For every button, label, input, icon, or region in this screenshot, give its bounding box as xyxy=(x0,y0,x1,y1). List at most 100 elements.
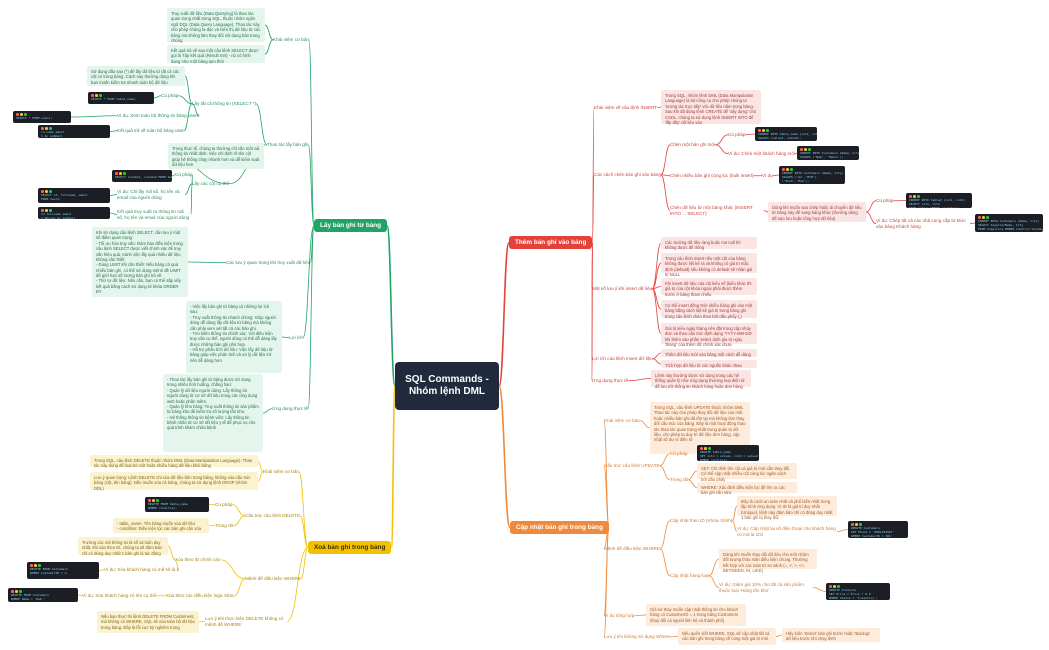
connector xyxy=(763,210,769,213)
select-concept-label[interactable]: Khái niệm cơ bản xyxy=(273,37,309,42)
connector xyxy=(652,286,662,290)
code-line: WHERE condition; xyxy=(700,457,729,461)
connector xyxy=(591,174,595,243)
connector xyxy=(657,106,662,109)
code-insert-multi-example: INSERT INTO Customers (Name, City)VALUES… xyxy=(779,166,845,184)
update-where-group-example-label[interactable]: Ví dụ: Giảm giá 10% cho tất cả sản phẩm … xyxy=(719,582,804,593)
delete-where-many-example-label[interactable]: Ví dụ: Xóa khách hàng có tên cụ thể xyxy=(82,593,157,598)
select-all-syntax-label[interactable]: Cú pháp xyxy=(161,93,179,98)
insert-multi-label[interactable]: Chèn nhiều bản ghi cùng lúc (bulk insert… xyxy=(670,173,754,178)
connector xyxy=(183,103,193,132)
update-where-label[interactable]: Mệnh đề điều kiện WHERE xyxy=(604,546,660,551)
insert-sub-example-label[interactable]: Ví dụ: Chép tất cả các nhà cung cấp từ Đ… xyxy=(876,218,966,229)
connector xyxy=(77,594,83,597)
select-benefit-text: - Việc lấy bản ghi từ bảng có những lợi … xyxy=(186,301,282,373)
select-cols-result-label[interactable]: Kết quả truy xuất ra thông tin mã số, họ… xyxy=(117,209,190,220)
insert-sub-label[interactable]: Chèn dữ liệu từ một bảng khác (INSERT IN… xyxy=(670,205,753,216)
branch-select[interactable]: Lấy bản ghi từ bảng xyxy=(314,219,388,232)
delete-where-one-label[interactable]: Xóa theo ID chính xác xyxy=(175,557,221,562)
code-line: INSERT INTO Customers (Name, City) xyxy=(800,151,859,155)
update-struct-in-label[interactable]: Trong đó xyxy=(670,477,689,482)
code-line: 1 An an@mail xyxy=(41,133,63,138)
select-notes-label[interactable]: Các lưu ý quan trọng khi truy xuất dữ li… xyxy=(226,260,311,265)
connector xyxy=(233,515,246,527)
connector xyxy=(812,587,827,592)
select-app-label[interactable]: Ứng dụng thực tế xyxy=(272,406,309,411)
select-benefit-label[interactable]: Lợi ích xyxy=(289,335,303,340)
select-cols-example-label[interactable]: Ví dụ: Chỉ lấy mã số, họ tên và email củ… xyxy=(117,189,180,200)
delete-where-label[interactable]: Mệnh đề điều kiện WHERE xyxy=(245,576,301,581)
update-caution-label[interactable]: Lưu ý khi không sử dụng Where xyxy=(604,634,670,639)
code-line: id name email xyxy=(41,130,65,134)
connector xyxy=(308,39,315,226)
select-all-example-label[interactable]: Ví dụ: Xem toàn bộ thông tin bảng users xyxy=(117,113,200,118)
insert-note-3: Khi insert dữ liệu của cột kiểu số (kiểu… xyxy=(661,278,757,297)
delete-concept-label[interactable]: Khái niệm cơ bản xyxy=(263,469,299,474)
insert-benefit-label[interactable]: Lợi ích của lệnh Insert dữ liệu xyxy=(592,356,653,361)
connector xyxy=(775,634,783,637)
code-insert-one-example: INSERT INTO Customers (Name, City)VALUES… xyxy=(797,146,859,160)
update-struct-syntax-label[interactable]: Cú pháp xyxy=(670,451,688,456)
update-calc-label[interactable]: Ví dụ tổng hợp xyxy=(604,613,635,618)
delete-struct-in-label[interactable]: Trong đó xyxy=(215,523,234,528)
connector xyxy=(969,222,976,224)
connector xyxy=(109,194,118,196)
window-controls xyxy=(115,172,169,175)
code-line: INSERT INTO table_name (col1, col2) xyxy=(758,132,817,136)
insert-one-syntax-label[interactable]: Cú pháp xyxy=(728,132,746,137)
select-cols-label[interactable]: Lấy các cột cụ thể xyxy=(192,181,230,186)
code-line: SET col1 = value1, col2 = value2 xyxy=(700,453,758,458)
connector xyxy=(659,520,671,550)
code-line: SELECT * FROM table_name; xyxy=(91,97,137,101)
update-where-group-label[interactable]: Cập nhật hàng loạt xyxy=(670,573,709,578)
code-line: WHERE CustomerID = 101; xyxy=(851,533,893,538)
connector xyxy=(257,460,264,473)
code-line: id fullname email xyxy=(41,212,72,216)
delete-where-many-label[interactable]: Xóa theo các điều kiện logic khác xyxy=(166,593,235,598)
select-all-result-label[interactable]: Kết quả trả về toàn bộ bảng user xyxy=(117,128,184,133)
update-where-id-label[interactable]: Cập nhật theo ID (Khóa chính) xyxy=(670,518,733,523)
connector xyxy=(732,520,738,532)
delete-struct-label[interactable]: Cấu trúc câu lệnh DELETE xyxy=(245,513,301,518)
delete-caution-label[interactable]: Lưu ý khi thực hiện DELETE không có mệnh… xyxy=(205,616,284,627)
update-calc-note: Giả sử thay muốn cập nhật thông tin cho … xyxy=(646,604,746,626)
connector xyxy=(651,288,662,334)
connector xyxy=(70,115,118,118)
code-line: INSERT INTO Customers (Name, City) xyxy=(782,171,844,175)
connector xyxy=(386,224,396,387)
connector xyxy=(109,130,118,132)
insert-app-label[interactable]: Ứng dụng thực tế xyxy=(592,378,629,383)
code-select-all-example: SELECT * FROM users; xyxy=(13,111,71,123)
update-concept-label[interactable]: Khái niệm cơ bản xyxy=(604,418,640,423)
branch-insert[interactable]: Thêm bản ghi vào bảng xyxy=(509,236,593,249)
insert-benefit-1: Thêm dữ liệu mới vào bảng một cách dễ dà… xyxy=(661,349,757,357)
connector xyxy=(498,241,510,387)
insert-one-example-label[interactable]: Ví dụ: Chèn một khách hàng mới xyxy=(728,151,796,156)
insert-one-label[interactable]: Chèn một bản ghi mới xyxy=(670,142,716,147)
connector xyxy=(731,505,738,522)
insert-benefit-2: Tích hợp dữ liệu từ các nguồn khác nhau xyxy=(661,360,757,368)
select-cols-syntax-label[interactable]: Cú pháp xyxy=(175,172,193,177)
branch-delete[interactable]: Xoá bản ghi trong bảng xyxy=(308,541,392,554)
select-notes-text: Khi sử dụng câu lệnh SELECT, cần lưu ý m… xyxy=(92,227,188,297)
branch-update[interactable]: Cập nhật bản ghi trong bảng xyxy=(510,521,609,534)
update-struct-label[interactable]: Cấu trúc câu lệnh UPDATE xyxy=(604,463,660,468)
insert-sub-syntax-label[interactable]: Cú pháp xyxy=(876,198,894,203)
root-node[interactable]: SQL Commands - Nhóm lệnh DML xyxy=(395,362,499,410)
delete-struct-syntax-label[interactable]: Cú pháp xyxy=(215,502,233,507)
select-ops-label[interactable]: Thao tác lấy bản ghi xyxy=(267,142,309,147)
insert-note-1: Các trường dữ liệu ràng buộc not null th… xyxy=(661,237,757,250)
insert-notes-label[interactable]: Một số lưu ý khi insert dữ liệu xyxy=(592,286,653,291)
delete-where-one-example-label[interactable]: Ví dụ: Xóa khách hàng có mã số là 1 xyxy=(104,567,180,572)
insert-ways-label[interactable]: Các cách chèn bản ghi vào bảng xyxy=(594,172,661,177)
update-where-id-example-label[interactable]: Ví dụ: Cập nhật lại số điện thoại cho kh… xyxy=(737,526,836,537)
connector xyxy=(659,465,671,481)
code-line: DELETE FROM Customers xyxy=(30,567,68,571)
select-all-label[interactable]: Lấy tất cả thông tin (SELECT *) xyxy=(192,101,257,106)
insert-multi-example-label[interactable]: Ví dụ xyxy=(762,173,773,178)
insert-concept-label[interactable]: Khái niệm về câu lệnh INSERT xyxy=(594,105,658,110)
insert-note-4: Có thể insert đồng thời nhiều bảng ghi v… xyxy=(661,300,757,319)
